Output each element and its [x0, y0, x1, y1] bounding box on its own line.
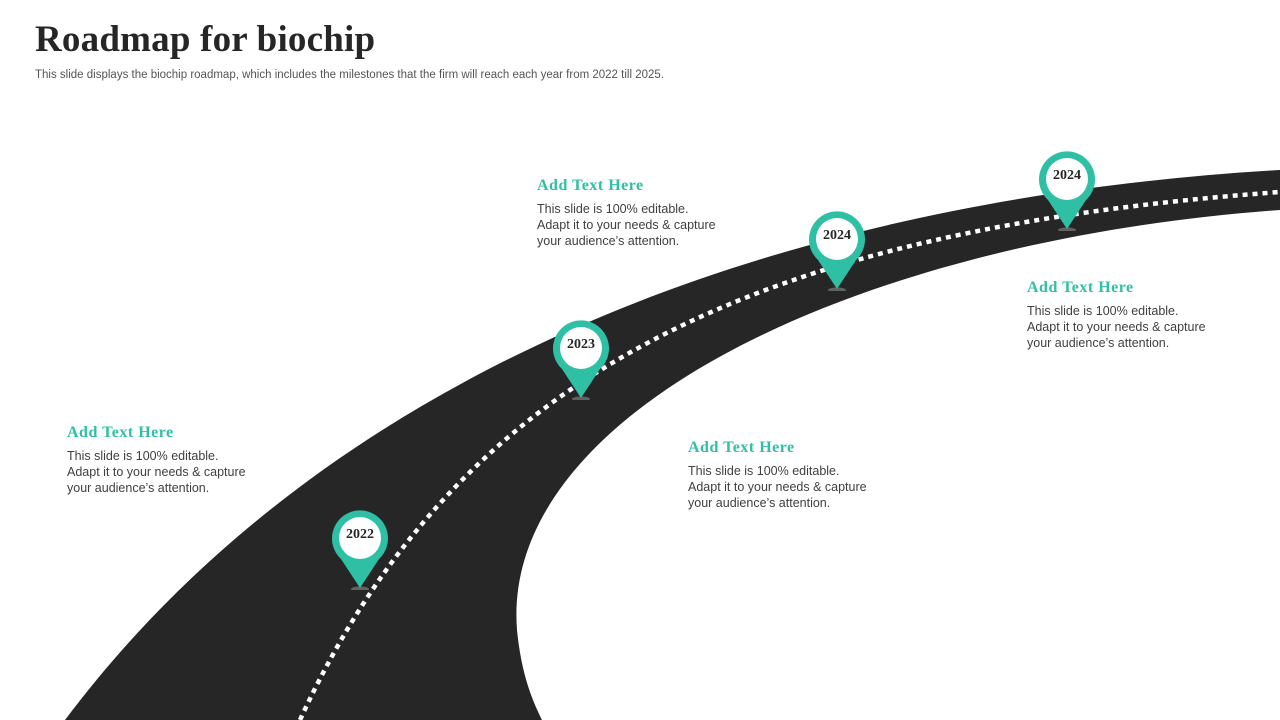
- road-center-line: [297, 189, 1280, 720]
- milestone-pin-2022[interactable]: 2022: [330, 510, 390, 590]
- text-block-line: This slide is 100% editable.: [67, 449, 219, 463]
- milestone-year: 2024: [823, 228, 851, 243]
- milestone-pin-2024-a[interactable]: 2024: [807, 211, 867, 291]
- text-block-2024-b: Add Text Here This slide is 100% editabl…: [1027, 279, 1257, 351]
- location-pin-icon: [1039, 151, 1095, 231]
- location-pin-icon: [809, 211, 865, 291]
- milestone-pin-2024-b[interactable]: 2024: [1037, 151, 1097, 231]
- text-block-heading: Add Text Here: [688, 439, 795, 456]
- text-block-2023: Add Text Here This slide is 100% editabl…: [537, 177, 767, 249]
- text-block-line: This slide is 100% editable.: [1027, 304, 1179, 318]
- text-block-line: Adapt it to your needs & capture: [67, 465, 246, 479]
- road-shape: [65, 170, 1280, 720]
- milestone-year: 2023: [567, 337, 595, 352]
- milestone-year: 2022: [346, 527, 374, 542]
- text-block-heading: Add Text Here: [1027, 279, 1134, 296]
- text-block-2024-a: Add Text Here This slide is 100% editabl…: [688, 439, 918, 511]
- location-pin-icon: [553, 320, 609, 400]
- text-block-line: your audience’s attention.: [1027, 336, 1170, 350]
- text-block-2022: Add Text Here This slide is 100% editabl…: [67, 424, 297, 496]
- text-block-line: This slide is 100% editable.: [688, 464, 840, 478]
- text-block-line: your audience’s attention.: [537, 234, 680, 248]
- text-block-body: This slide is 100% editable. Adapt it to…: [67, 448, 297, 496]
- text-block-line: Adapt it to your needs & capture: [537, 218, 716, 232]
- text-block-heading: Add Text Here: [67, 424, 174, 441]
- text-block-body: This slide is 100% editable. Adapt it to…: [537, 201, 767, 249]
- page-subtitle: This slide displays the biochip roadmap,…: [35, 69, 664, 81]
- text-block-body: This slide is 100% editable. Adapt it to…: [1027, 303, 1257, 351]
- page-title: Roadmap for biochip: [35, 19, 376, 60]
- text-block-heading: Add Text Here: [537, 177, 644, 194]
- text-block-line: Adapt it to your needs & capture: [1027, 320, 1206, 334]
- text-block-line: your audience’s attention.: [67, 481, 210, 495]
- text-block-line: your audience’s attention.: [688, 496, 831, 510]
- location-pin-icon: [332, 510, 388, 590]
- text-block-body: This slide is 100% editable. Adapt it to…: [688, 463, 918, 511]
- milestone-pin-2023[interactable]: 2023: [551, 320, 611, 400]
- text-block-line: This slide is 100% editable.: [537, 202, 689, 216]
- milestone-year: 2024: [1053, 168, 1081, 183]
- text-block-line: Adapt it to your needs & capture: [688, 480, 867, 494]
